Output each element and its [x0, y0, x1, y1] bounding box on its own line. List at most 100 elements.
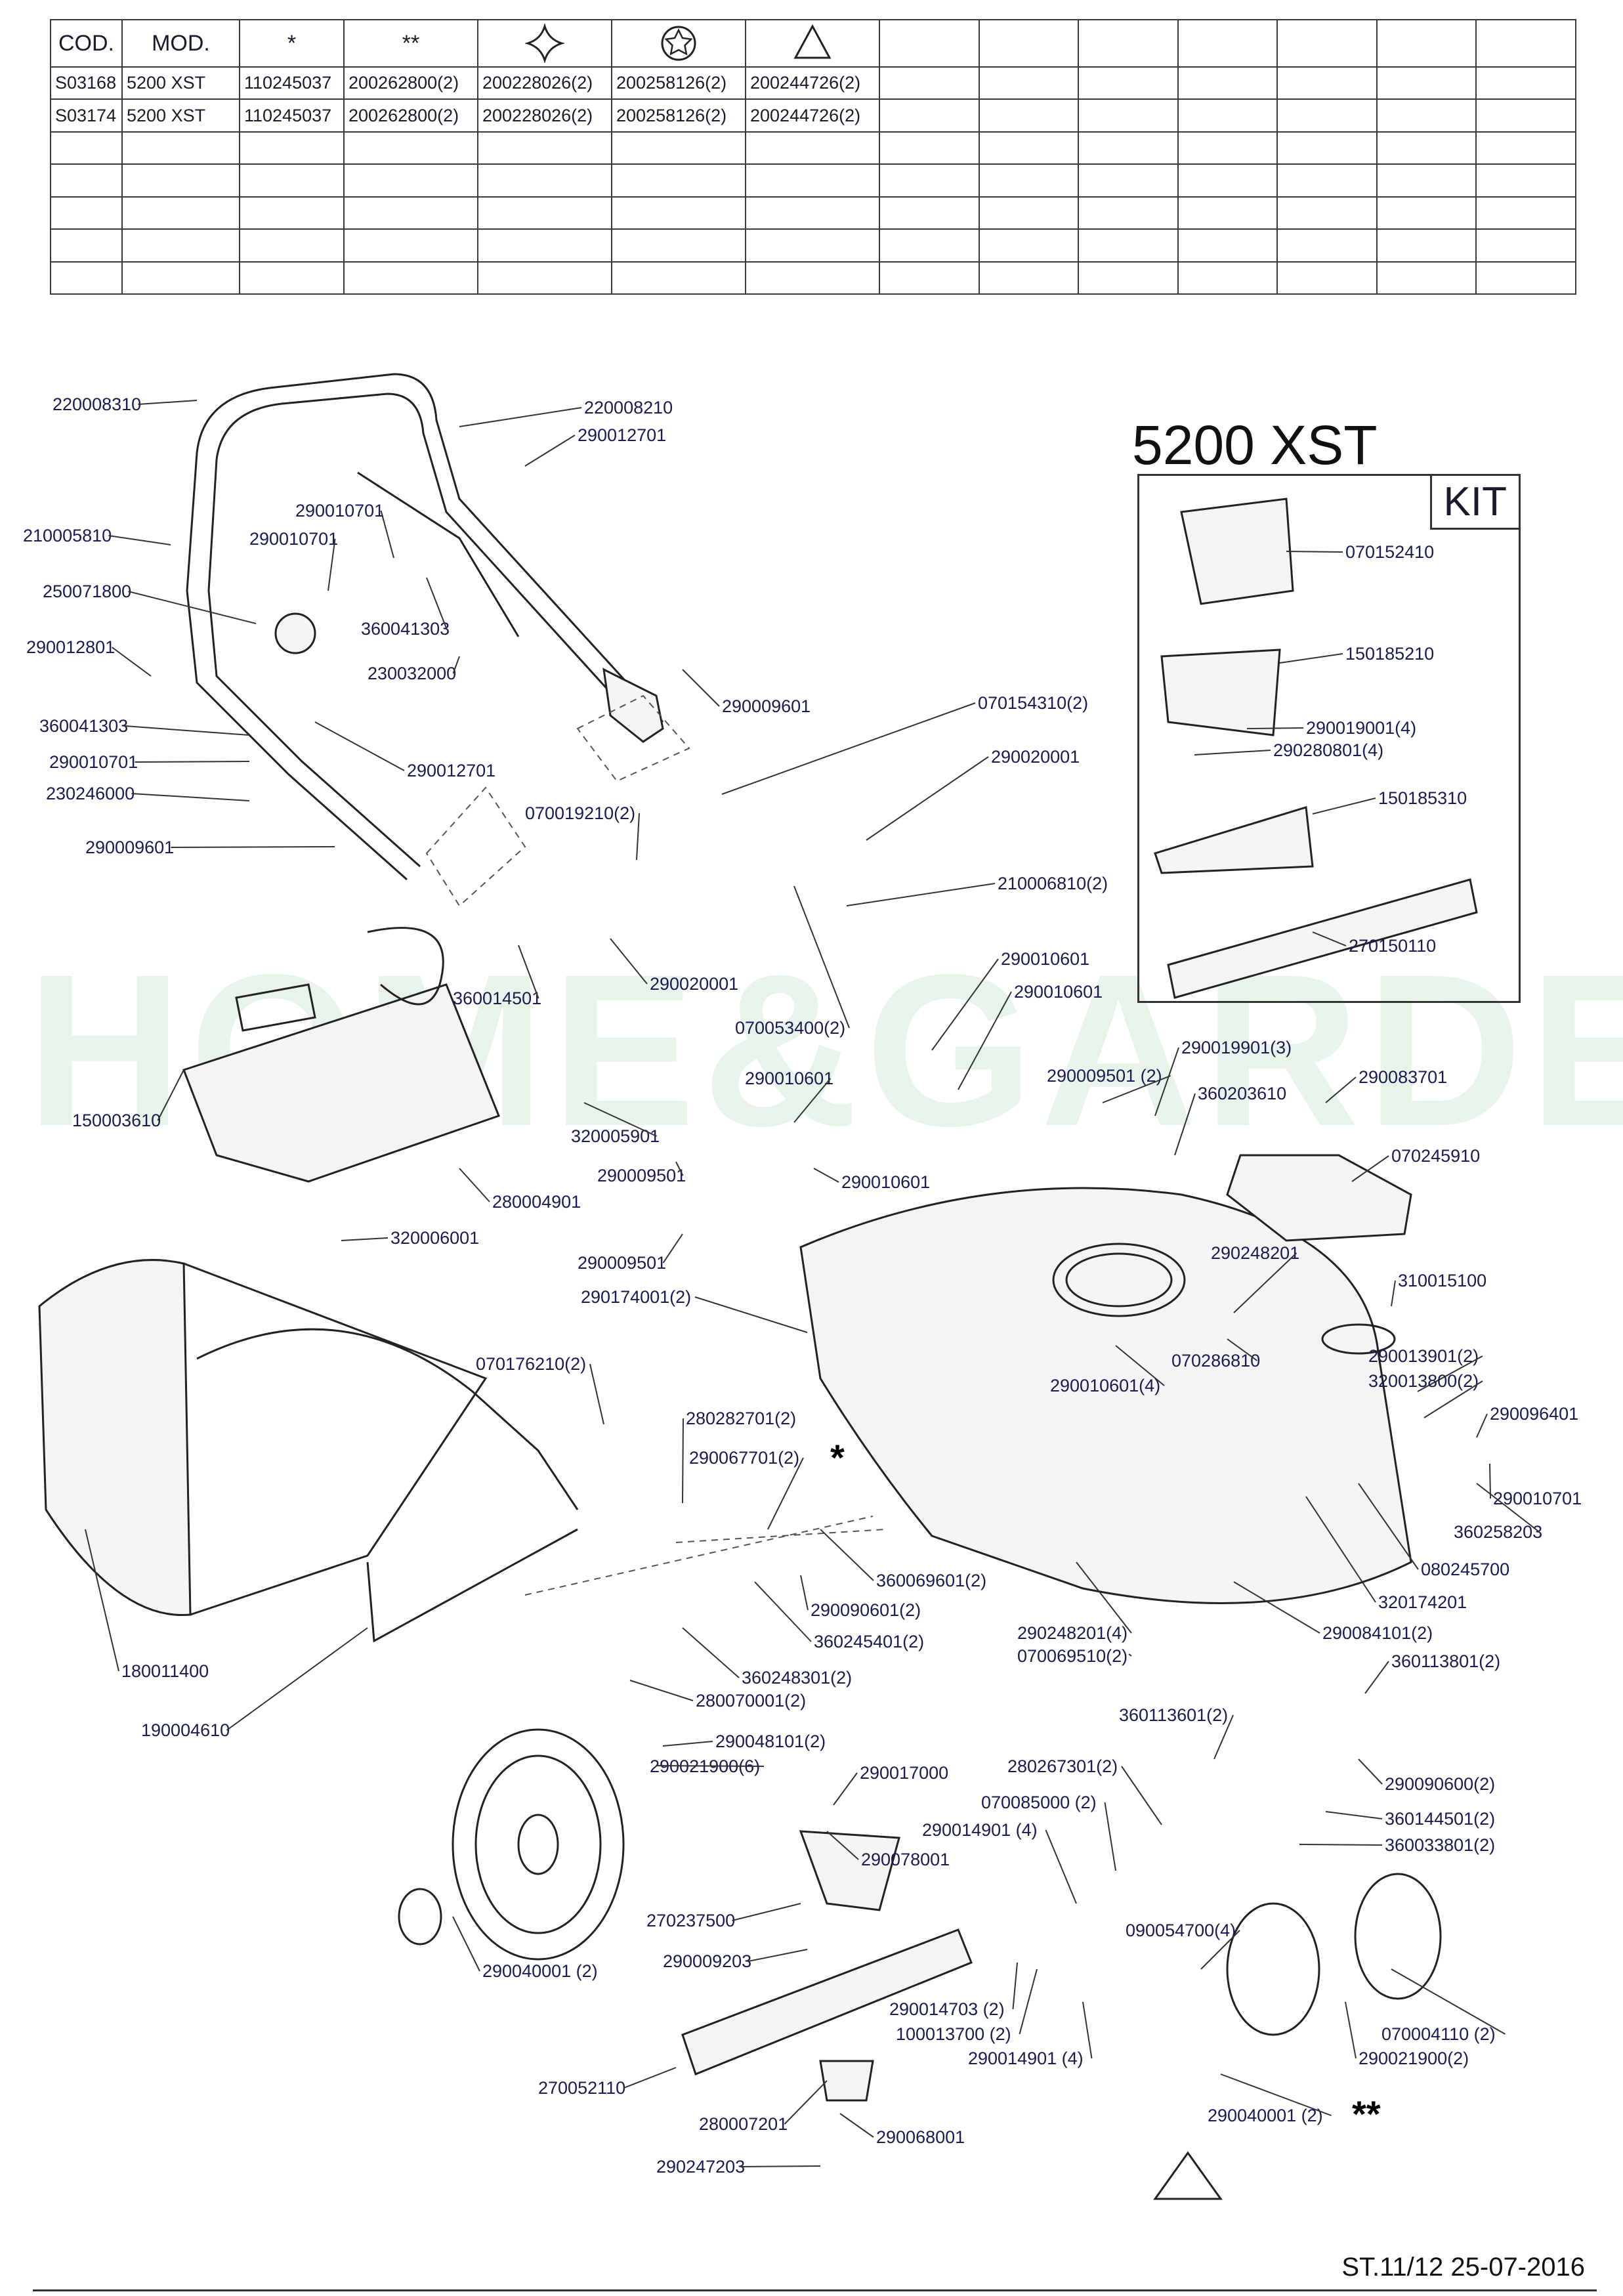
parts-table: COD. MOD. * ** S03 [50, 19, 1576, 295]
leader-line [1045, 1829, 1077, 1904]
table-cell [745, 196, 880, 230]
leader-line [138, 400, 198, 405]
part-number-label: 270052110 [538, 2078, 625, 2098]
catcher-bag [38, 1259, 579, 1643]
grass-catcher-cover [182, 927, 500, 1183]
table-cell [1078, 261, 1179, 295]
leader-line [380, 510, 394, 559]
leader-line [452, 1916, 480, 1972]
part-number-label: 290248201(4) [1017, 1623, 1128, 1643]
part-number-label: 290014901 (4) [968, 2049, 1084, 2068]
leader-line [426, 577, 448, 629]
table-cell [978, 98, 1080, 133]
part-number-label: 290247203 [656, 2157, 745, 2177]
leader-line [1345, 2001, 1357, 2059]
leader-line [629, 1680, 694, 1701]
leader-line [459, 1168, 490, 1202]
part-number-label: 360245401(2) [814, 1632, 924, 1651]
leader-line [682, 669, 720, 707]
table-cell [611, 196, 746, 230]
leader-line [813, 1168, 839, 1183]
part-number-label: 290013901(2) [1368, 1346, 1479, 1366]
part-number-label: 290012801 [26, 637, 115, 657]
part-number-label: 070245910 [1391, 1146, 1480, 1166]
header-diamond-star [477, 19, 612, 68]
table-cell [1276, 228, 1378, 263]
part-number-label: 070154310(2) [978, 693, 1088, 713]
table-cell: 110245037 [239, 66, 345, 100]
part-number-label: 230246000 [46, 784, 135, 803]
table-cell [1475, 98, 1576, 133]
table-cell [879, 261, 980, 295]
asterisk-marker: * [830, 1437, 845, 1478]
leader-line [1194, 750, 1271, 755]
table-cell [1276, 98, 1378, 133]
part-number-label: 290010701 [1493, 1489, 1582, 1508]
leader-line [157, 1069, 184, 1121]
circle-star-icon [661, 26, 696, 61]
part-number-label: 220008310 [53, 394, 141, 414]
part-number-label: 290019901(3) [1181, 1038, 1292, 1057]
table-cell [343, 196, 478, 230]
leader-line [1012, 1962, 1018, 2010]
part-number-label: 360203610 [1198, 1084, 1286, 1103]
table-cell: 200228026(2) [477, 98, 612, 133]
table-cell [343, 163, 478, 198]
table-cell [978, 131, 1080, 165]
table-cell: 200262800(2) [343, 66, 478, 100]
part-number-label: 290014901 (4) [922, 1820, 1038, 1840]
part-number-label: 270237500 [646, 1911, 735, 1930]
leader-line [226, 1627, 368, 1731]
leader-line [1305, 1496, 1376, 1603]
leader-line [675, 1161, 684, 1176]
table-row-empty [50, 228, 1576, 263]
part-number-label: 290010601 [745, 1069, 833, 1088]
part-number-label: 320013800(2) [1368, 1371, 1479, 1391]
leader-line [754, 1581, 812, 1642]
part-number-label: 290084101(2) [1322, 1623, 1433, 1643]
part-number-label: 070286810 [1171, 1351, 1260, 1371]
leader-line [1233, 1581, 1320, 1634]
header-cod: COD. [50, 19, 123, 68]
leader-line [662, 1233, 683, 1264]
kit-parts [1154, 498, 1478, 999]
leader-line [589, 1363, 604, 1425]
part-number-label: 290009203 [663, 1951, 751, 1971]
part-number-label: 290010701 [49, 752, 138, 772]
leader-line [314, 721, 405, 771]
part-number-label: 360041303 [39, 716, 128, 736]
leader-line [1417, 1355, 1483, 1392]
part-number-label: 280004901 [492, 1192, 581, 1212]
part-number-label: 360248301(2) [742, 1668, 852, 1688]
table-cell [50, 228, 123, 263]
table-cell [978, 66, 1080, 100]
table-cell [1078, 98, 1179, 133]
part-number-label: 290009501 [578, 1253, 666, 1273]
part-number-label: 150185310 [1378, 788, 1467, 808]
table-cell [1475, 163, 1576, 198]
header-asterisk: * [239, 19, 345, 68]
leader-line [1476, 1413, 1488, 1438]
table-cell [1177, 163, 1278, 198]
table-cell: S03168 [50, 66, 123, 100]
table-cell: 200258126(2) [611, 98, 746, 133]
table-cell [1177, 196, 1278, 230]
leader-line [1233, 1252, 1297, 1313]
table-cell [239, 261, 345, 295]
table-cell [978, 163, 1080, 198]
table-cell [1078, 228, 1179, 263]
part-number-label: 100013700 (2) [896, 2024, 1011, 2044]
part-number-label: 210005810 [23, 526, 112, 545]
part-number-label: 290010701 [295, 501, 384, 521]
blade-assembly [681, 1830, 973, 2102]
leader-line [125, 725, 250, 736]
leader-line [1279, 653, 1343, 664]
leader-line [1364, 1661, 1389, 1694]
part-number-label: 290009501 (2) [1047, 1066, 1162, 1086]
table-cell [611, 163, 746, 198]
table-cell [1177, 98, 1278, 133]
part-number-label: 150185210 [1345, 644, 1434, 664]
leader-line [839, 2113, 874, 2138]
table-cell: 200258126(2) [611, 66, 746, 100]
